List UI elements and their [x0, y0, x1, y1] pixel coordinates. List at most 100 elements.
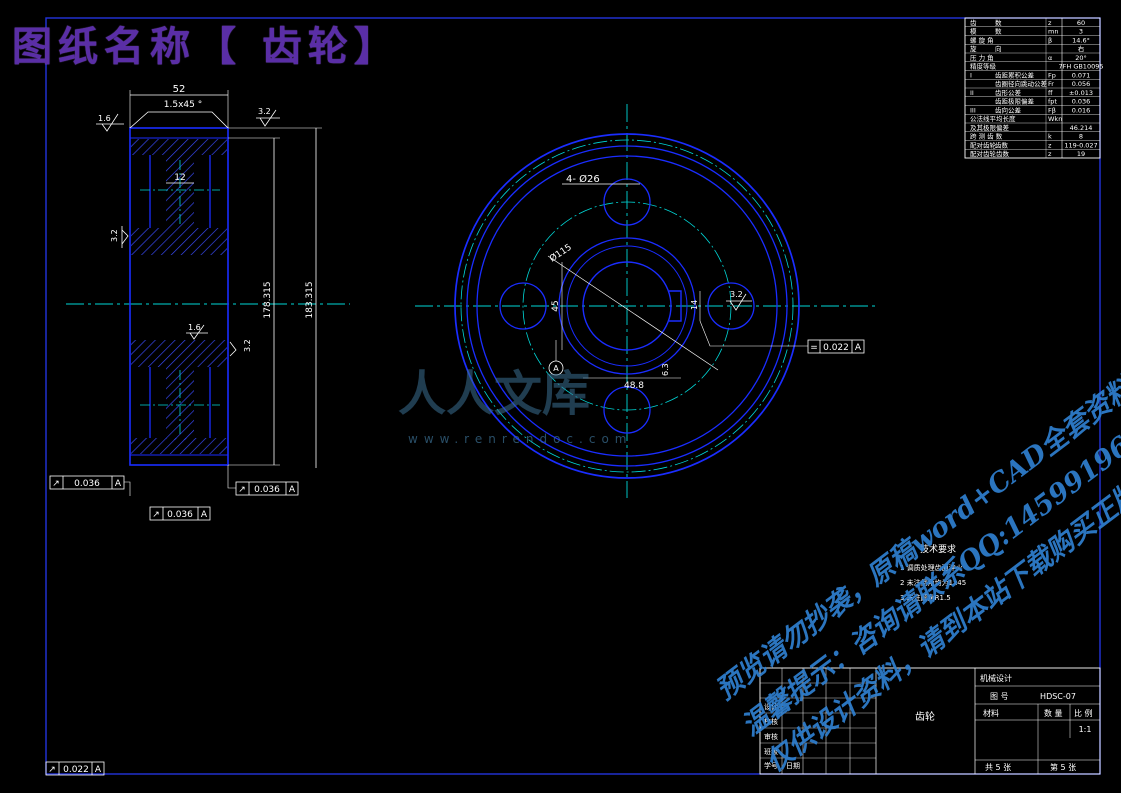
table-cell: 公法线平均长度 [970, 114, 1016, 123]
lightening-hole [499, 282, 547, 330]
table-cell: α [1048, 54, 1052, 62]
svg-text:3.2: 3.2 [110, 229, 119, 242]
table-cell: 3 [1079, 28, 1083, 36]
dim-side: 14 [690, 300, 699, 310]
roughness-symbol: 3.2 [726, 290, 752, 311]
lightening-hole [707, 282, 755, 330]
table-cell: 跨 测 齿 数 [970, 132, 1003, 141]
dim-hub: 12 [174, 173, 185, 183]
tolerance-frame: ↗ 0.036 A [49, 475, 131, 496]
table-cell: 齿形公差 [995, 88, 1022, 97]
hole-pitch-circle [522, 201, 732, 411]
table-cell: Wkn [1048, 115, 1062, 123]
table-cell: 119-0.027 [1064, 141, 1097, 149]
table-cell: k [1048, 133, 1052, 141]
hatch-hub-top [131, 228, 227, 255]
svg-text:A: A [553, 364, 559, 373]
table-cell: mn [1048, 28, 1058, 36]
title-block-scale-label: 比 例 [1074, 708, 1093, 718]
tolerance-frame: = 0.022 A [699, 320, 865, 354]
keyway [669, 290, 682, 322]
dim-root-diameter: 178.315 [263, 281, 273, 318]
svg-text:0.036: 0.036 [167, 510, 193, 520]
tech-note: 3 未注圆角R1.5 [900, 593, 951, 602]
lightening-hole [603, 386, 651, 434]
svg-text:3.2: 3.2 [243, 339, 252, 352]
svg-text:=: = [810, 343, 818, 353]
lightening-hole [603, 178, 651, 226]
drawing-title: 图纸名称【 齿轮】 [12, 23, 400, 70]
diameter-label: Ø115 [548, 242, 574, 265]
datum-marker: A [548, 340, 564, 376]
table-cell: 齿距极限偏差 [995, 97, 1035, 106]
table-cell: 0.056 [1072, 80, 1091, 88]
tolerance-frame: ↗ 0.022 A [45, 761, 105, 776]
table-cell: 19 [1077, 150, 1085, 158]
table-cell: 0.036 [1072, 98, 1091, 106]
table-cell: 46.214 [1070, 124, 1093, 132]
table-cell: 向 [995, 44, 1002, 53]
root-circle [466, 145, 788, 467]
svg-text:↗: ↗ [52, 479, 60, 489]
table-cell: 齿圈径向跳动公差 [995, 79, 1048, 88]
table-cell: 0.071 [1072, 71, 1091, 79]
table-cell: z [1048, 19, 1052, 27]
table-cell: 配对齿轮齿数 [970, 149, 1010, 158]
table-cell: 螺 旋 角 [970, 35, 994, 44]
svg-text:3.2: 3.2 [258, 107, 271, 116]
table-cell: 精度等级 [970, 62, 997, 71]
table-cell: z [1048, 150, 1052, 158]
dim-keyway: 48.8 [624, 381, 644, 391]
gear-section-outline [129, 127, 229, 466]
svg-text:A: A [95, 765, 102, 775]
technical-requirements: 技术要求 1 调质处理齿面淬火 2 未注倒角均为1x45 3 未注圆角R1.5 [900, 543, 966, 602]
table-cell: 旋 [970, 44, 977, 53]
title-block-role: 班级 [764, 747, 778, 756]
table-cell: III [970, 106, 976, 114]
table-cell: 齿距累积公差 [995, 70, 1035, 79]
svg-text:0.036: 0.036 [254, 485, 280, 495]
table-cell: 齿向公差 [995, 105, 1022, 114]
svg-text:A: A [115, 479, 122, 489]
table-cell: 数 [995, 27, 1002, 36]
roughness-symbol: 3.2 [229, 339, 252, 357]
table-cell: ±0.013 [1069, 89, 1093, 97]
table-cell: 7FH GB10095 [1058, 63, 1103, 71]
table-cell: II [970, 89, 974, 97]
section-view: 52 1.5x45 ° 1.6 3.2 3.2 1.6 3.2 12 [45, 84, 350, 776]
title-block-role: 审核 [764, 732, 778, 741]
table-cell: 数 [995, 18, 1002, 27]
title-block: 机械设计 图 号 HDSC-07 材料 数 量 比 例 1:1 共 5 张 第 … [759, 667, 1101, 775]
svg-text:↗: ↗ [238, 485, 246, 495]
table-cell: 8 [1079, 133, 1083, 141]
table-cell: ff [1048, 89, 1053, 97]
title-block-role: 设计 [764, 702, 778, 711]
tech-note: 2 未注倒角均为1x45 [900, 578, 966, 587]
table-cell: Fp [1048, 71, 1056, 79]
svg-text:↗: ↗ [48, 765, 56, 775]
tech-notes-heading: 技术要求 [920, 543, 956, 555]
hatch-rim-bottom [131, 438, 227, 454]
table-cell: Fβ [1048, 106, 1056, 114]
watermark-url: www.renrendoc.com [408, 432, 633, 446]
hub-outer-circle [558, 237, 696, 375]
dim-keyway-small: 6.3 [661, 363, 670, 376]
roughness-symbol: 3.2 [110, 226, 129, 248]
svg-text:0.036: 0.036 [74, 479, 100, 489]
title-block-row-label: 图 号 [990, 692, 1009, 701]
dim-width: 52 [173, 84, 186, 95]
rim-inner-circle [476, 155, 778, 457]
dim-chamfer: 1.5x45 ° [164, 100, 202, 110]
tip-circle [454, 133, 800, 479]
title-block-part-name: 齿轮 [915, 710, 935, 723]
table-cell: I [970, 71, 972, 79]
table-cell: 模 [970, 27, 977, 36]
svg-text:0.022: 0.022 [63, 765, 89, 775]
title-block-role: 日期 [786, 762, 800, 770]
pitch-circle [460, 139, 794, 473]
watermark-logo: 人人文库 [398, 366, 591, 422]
title-block-quantity-label: 数 量 [1044, 708, 1063, 718]
svg-text:A: A [201, 510, 208, 520]
table-cell: Fr [1048, 80, 1054, 88]
title-block-role: 学号 [764, 761, 778, 770]
